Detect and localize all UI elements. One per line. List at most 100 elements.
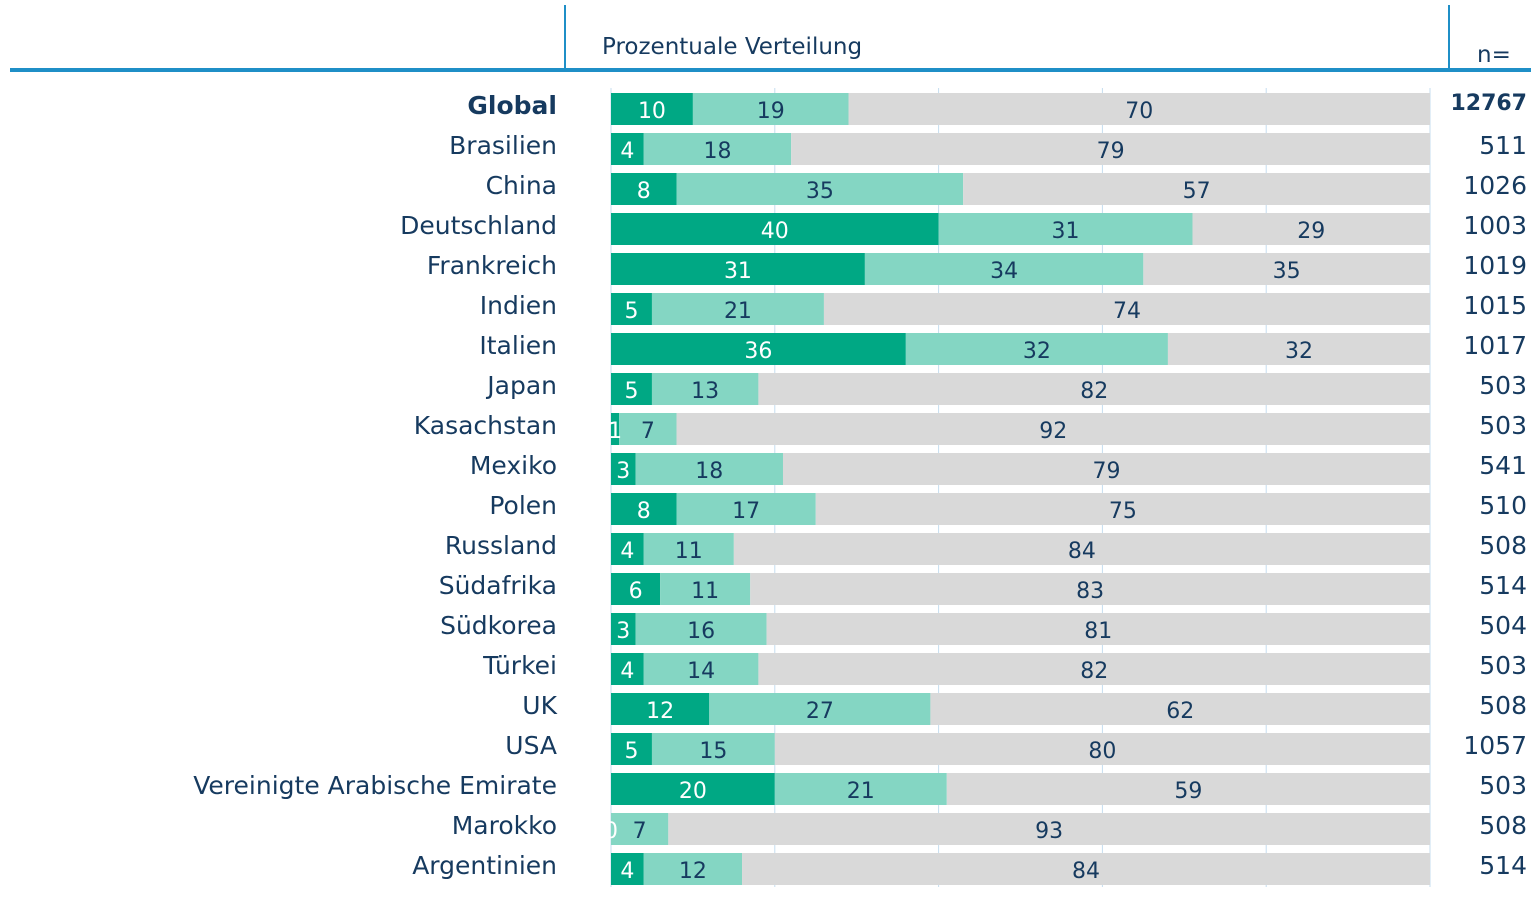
n-value: 1026 <box>1463 171 1527 200</box>
data-label: 11 <box>691 579 719 604</box>
row-label: Brasilien <box>449 131 557 160</box>
segment-light <box>774 773 947 805</box>
segment-light <box>651 733 775 765</box>
segment-gray <box>782 453 1430 485</box>
data-label: 15 <box>699 739 727 764</box>
data-label: 32 <box>1285 339 1313 364</box>
segment-dark <box>611 533 644 565</box>
data-label: 35 <box>1273 259 1301 284</box>
segment-gray <box>774 733 1430 765</box>
data-label: 4 <box>620 859 634 884</box>
data-label: 83 <box>1076 579 1104 604</box>
n-value: 12767 <box>1450 91 1527 116</box>
segment-dark <box>611 293 652 325</box>
segment-dark <box>611 493 677 525</box>
data-label: 17 <box>732 499 760 524</box>
segment-light <box>905 333 1168 365</box>
data-label: 1 <box>608 419 622 444</box>
data-label: 21 <box>847 779 875 804</box>
data-label: 27 <box>806 699 834 724</box>
data-label: 4 <box>620 539 634 564</box>
n-value: 541 <box>1479 451 1527 480</box>
n-value: 510 <box>1479 491 1527 520</box>
data-label: 3 <box>616 619 630 644</box>
segment-light <box>643 133 792 165</box>
row-label: Italien <box>479 331 557 360</box>
segment-dark <box>611 373 652 405</box>
segment-gray <box>823 293 1430 325</box>
data-label: 93 <box>1035 819 1063 844</box>
data-label: 79 <box>1097 139 1125 164</box>
data-label: 84 <box>1072 859 1100 884</box>
segment-gray <box>1192 213 1430 245</box>
segment-dark <box>611 733 652 765</box>
segment-light <box>643 653 759 685</box>
row-label: Vereinigte Arabische Emirate <box>193 771 557 800</box>
data-label: 13 <box>691 379 719 404</box>
segment-dark <box>611 93 693 125</box>
row-label: Kasachstan <box>413 411 557 440</box>
segment-light <box>651 373 759 405</box>
segment-light <box>635 453 783 485</box>
data-label: 3 <box>616 459 630 484</box>
segment-gray <box>1143 253 1430 285</box>
data-label: 34 <box>990 259 1018 284</box>
segment-dark <box>611 173 677 205</box>
row-label: Polen <box>489 491 557 520</box>
gridlines <box>610 88 1431 887</box>
n-value: 1015 <box>1463 291 1527 320</box>
row-label: Argentinien <box>412 851 557 880</box>
row-label: Marokko <box>451 811 557 840</box>
segment-dark <box>611 333 906 365</box>
segment-light <box>611 813 669 845</box>
data-label: 57 <box>1183 179 1211 204</box>
data-label: 5 <box>624 299 638 324</box>
segment-dark <box>611 853 644 885</box>
data-label: 7 <box>633 819 647 844</box>
segment-dark <box>611 653 644 685</box>
segment-gray <box>848 93 1430 125</box>
n-value: 514 <box>1479 851 1527 880</box>
data-label: 7 <box>641 419 655 444</box>
row-label: Indien <box>479 291 557 320</box>
data-label: 11 <box>675 539 703 564</box>
data-label: 35 <box>806 179 834 204</box>
segment-gray <box>733 533 1430 565</box>
segment-light <box>651 293 824 325</box>
segment-light <box>643 533 734 565</box>
row-label: Südafrika <box>438 571 557 600</box>
segment-gray <box>930 693 1430 725</box>
data-label: 12 <box>679 859 707 884</box>
row-label: USA <box>505 731 557 760</box>
segment-light <box>619 413 677 445</box>
n-value: 503 <box>1479 371 1527 400</box>
data-label: 84 <box>1068 539 1096 564</box>
data-label: 82 <box>1080 379 1108 404</box>
segment-dark <box>611 253 865 285</box>
data-label: 18 <box>703 139 731 164</box>
row-label: Türkei <box>483 651 557 680</box>
n-value: 514 <box>1479 571 1527 600</box>
data-label: 31 <box>724 259 752 284</box>
data-label: 16 <box>687 619 715 644</box>
n-value: 1017 <box>1463 331 1527 360</box>
data-label: 14 <box>687 659 715 684</box>
data-label: 0 <box>604 819 618 844</box>
data-label: 20 <box>679 779 707 804</box>
n-value: 503 <box>1479 411 1527 440</box>
row-label: Deutschland <box>400 211 557 240</box>
segment-light <box>864 253 1144 285</box>
segment-dark <box>611 213 939 245</box>
data-label: 82 <box>1080 659 1108 684</box>
data-label: 5 <box>624 739 638 764</box>
segment-gray <box>742 853 1430 885</box>
segment-light <box>635 613 767 645</box>
data-label: 74 <box>1113 299 1141 324</box>
data-label: 59 <box>1174 779 1202 804</box>
segment-light <box>938 213 1193 245</box>
segment-gray <box>766 613 1430 645</box>
data-label: 8 <box>637 499 651 524</box>
data-label: 10 <box>638 99 666 124</box>
